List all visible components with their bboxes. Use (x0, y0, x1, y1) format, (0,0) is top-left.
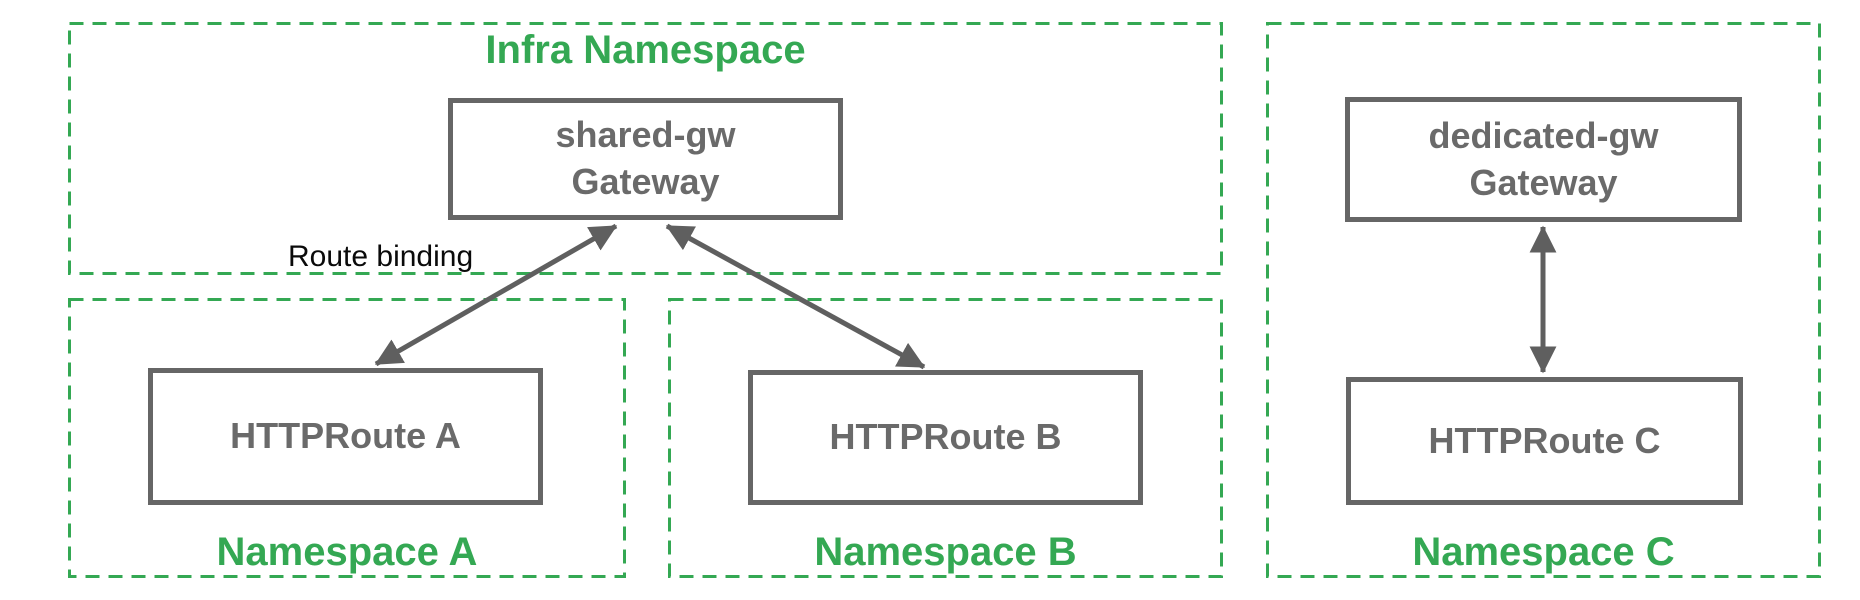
httproute-c-node: HTTPRoute C (1346, 377, 1743, 505)
infra-namespace-border (68, 22, 1223, 275)
namespace-b-label: Namespace B (814, 530, 1077, 574)
dedicated-gw-gateway-kind: Gateway (1469, 161, 1618, 203)
route-binding-annotation: Route binding (288, 240, 474, 273)
shared-gw-gateway-node: shared-gw Gateway (448, 98, 843, 220)
httproute-b-node: HTTPRoute B (748, 370, 1143, 505)
namespace-c-label: Namespace C (1412, 530, 1675, 574)
infra-namespace-label: Infra Namespace (485, 28, 806, 72)
shared-gw-gateway-name: shared-gw (555, 114, 736, 156)
httproute-c-name: HTTPRoute C (1428, 419, 1661, 461)
shared-gw-gateway-kind: Gateway (571, 161, 720, 202)
httproute-a-name: HTTPRoute A (230, 415, 461, 457)
httproute-a-node: HTTPRoute A (148, 368, 543, 505)
route-binding-arrow-a (374, 223, 618, 367)
namespace-a-border (68, 298, 626, 578)
namespace-a-label: Namespace A (216, 530, 478, 574)
namespace-c-border (1266, 22, 1821, 578)
httproute-b-name: HTTPRoute B (829, 416, 1062, 458)
route-binding-arrow-b (665, 223, 926, 370)
dedicated-gw-gateway-node: dedicated-gw Gateway (1345, 97, 1742, 222)
dedicated-gw-gateway-name: dedicated-gw (1428, 114, 1659, 156)
namespace-b-border (668, 298, 1223, 578)
